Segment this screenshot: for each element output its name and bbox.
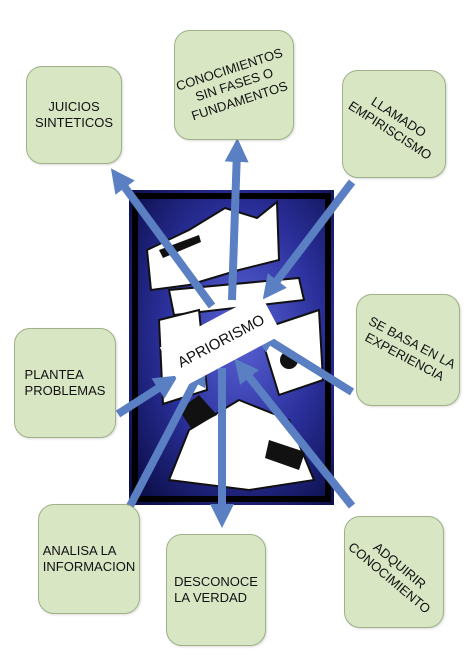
node-conocimientos: CONOCIMIENTOS SIN FASES O FUNDAMENTOS <box>174 30 294 140</box>
node-plantea-problemas: PLANTEA PROBLEMAS <box>14 328 116 438</box>
node-empiriscismo: LLAMADO EMPIRISCISMO <box>342 70 446 178</box>
node-experiencia: SE BASA EN LA EXPERIENCIA <box>356 294 460 406</box>
node-desconoce-verdad: DESCONOCE LA VERDAD <box>166 534 266 646</box>
node-adquirir-conocimiento: ADQUIRIR CONOCIMIENTO <box>344 516 444 628</box>
node-analisa-informacion: ANALISA LA INFORMACION <box>38 504 140 614</box>
node-juicios-sinteticos: JUICIOS SINTETICOS <box>26 66 122 164</box>
